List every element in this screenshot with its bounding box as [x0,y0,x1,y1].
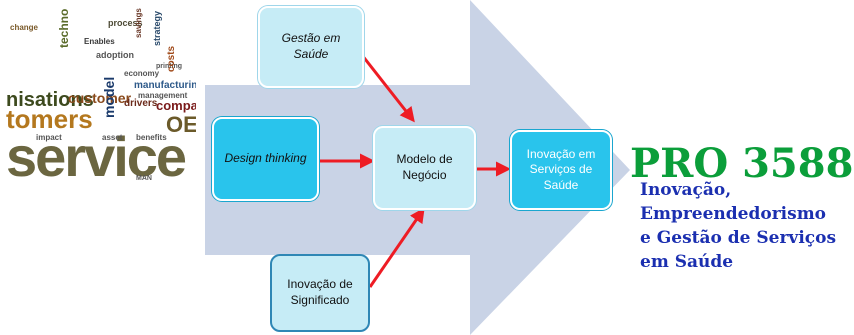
cloud-word: customer [68,90,132,106]
center-label: Modelo de Negócio [396,152,453,182]
cloud-word: savings [134,8,143,38]
input-design-thinking: Design thinking [212,117,319,201]
cloud-word: strategy [152,11,162,46]
cloud-word: printing [156,63,182,70]
cloud-word: economy [124,69,160,78]
input-inovacao-de-significado: Inovação de Significado [270,254,370,332]
word-cloud-graphic: technology change process savings strate… [6,8,196,186]
cloud-word: costs [166,45,177,72]
cloud-word: management [138,91,188,100]
subtitle-line: e Gestão de Serviços [640,228,837,248]
cloud-word: MAN [136,175,152,182]
cloud-word-main: service [6,125,186,186]
center-modelo-de-negocio: Modelo de Negócio [373,126,476,210]
subtitle-line: em Saúde [640,252,734,272]
arrow-gestao-to-modelo [356,49,415,123]
outcome-inovacao-servicos-saude: Inovação em Serviços de Saúde [510,130,612,210]
cloud-word: OEI [166,112,196,137]
cloud-word: change [10,23,39,32]
cloud-word: benefits [136,133,167,142]
cloud-word: company [156,98,196,113]
input-gestao-em-saude: Gestão em Saúde [258,6,364,88]
course-subtitle: Inovação, Empreendedorismo e Gestão de S… [640,178,850,274]
input-design-label: Design thinking [224,151,307,166]
cloud-word: model [101,77,117,118]
cloud-word: process [108,18,143,28]
subtitle-line: Empreendedorismo [640,204,827,224]
cloud-word: tomers [6,104,93,134]
cloud-word: asset [102,133,123,142]
cloud-word: nisations [6,89,94,111]
service-word-cloud-image: technology change process savings strate… [6,8,196,186]
input-gestao-label: Gestão em Saúde [281,31,341,61]
cloud-word: impact [36,133,62,142]
subtitle-line: Inovação, [640,180,732,200]
course-code-title: PRO 3588 [630,140,854,187]
cloud-word: adoption [96,50,134,60]
cloud-word: technology [57,8,71,48]
input-inovacao-label: Inovação de Significado [287,277,353,307]
outcome-label: Inovação em Serviços de Saúde [526,146,596,192]
cloud-word: manufacturing [134,80,196,91]
cloud-word: Enables [84,37,115,46]
arrow-inovacao-to-modelo [368,207,425,288]
cloud-word: drivers [124,98,158,109]
